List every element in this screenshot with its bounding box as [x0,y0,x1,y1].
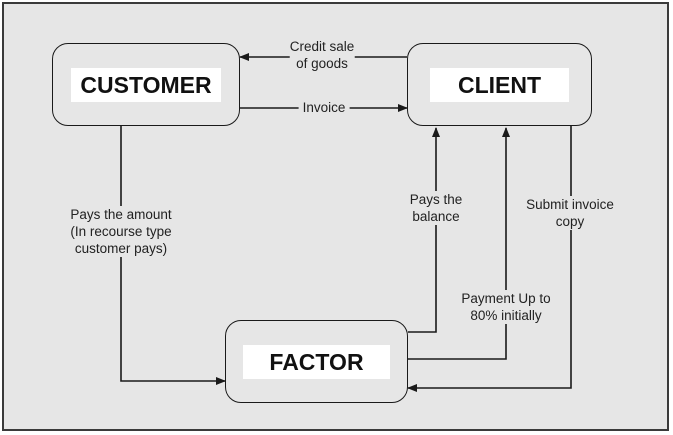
invoice-line-1: Invoice [302,100,346,115]
invoice-label: Invoice [298,99,350,116]
submit-invoice-line-1: Submit invoice [526,197,614,212]
payment-up-to-arrow [408,127,510,360]
pays-balance-arrow [408,127,440,333]
submit-invoice-arrow [407,126,572,392]
pays-balance-label: Pays the balance [409,191,463,225]
payment-up-to-line-2: 80% initially [470,308,542,323]
pays-amount-line-3: customer pays) [74,241,168,256]
factor-label: FACTOR [243,344,390,379]
customer-node: CUSTOMER [52,43,240,126]
pays-amount-line-1: Pays the amount [70,207,172,222]
credit-sale-label: Credit sale of goods [289,38,355,72]
credit-sale-line-1: Credit sale [289,39,355,54]
customer-label: CUSTOMER [71,67,221,102]
client-label: CLIENT [429,67,570,102]
pays-amount-line-2: (In recourse type [70,224,172,239]
pays-balance-line-1: Pays the [409,192,463,207]
submit-invoice-label: Submit invoice copy [526,196,614,230]
payment-up-to-line-1: Payment Up to [461,291,551,306]
client-node: CLIENT [407,43,592,126]
pays-amount-label: Pays the amount (In recourse type custom… [70,206,172,257]
factor-node: FACTOR [225,320,408,403]
submit-invoice-line-2: copy [555,214,585,229]
credit-sale-line-2: of goods [296,56,348,71]
pays-balance-line-2: balance [412,209,460,224]
payment-up-to-label: Payment Up to 80% initially [461,290,551,324]
